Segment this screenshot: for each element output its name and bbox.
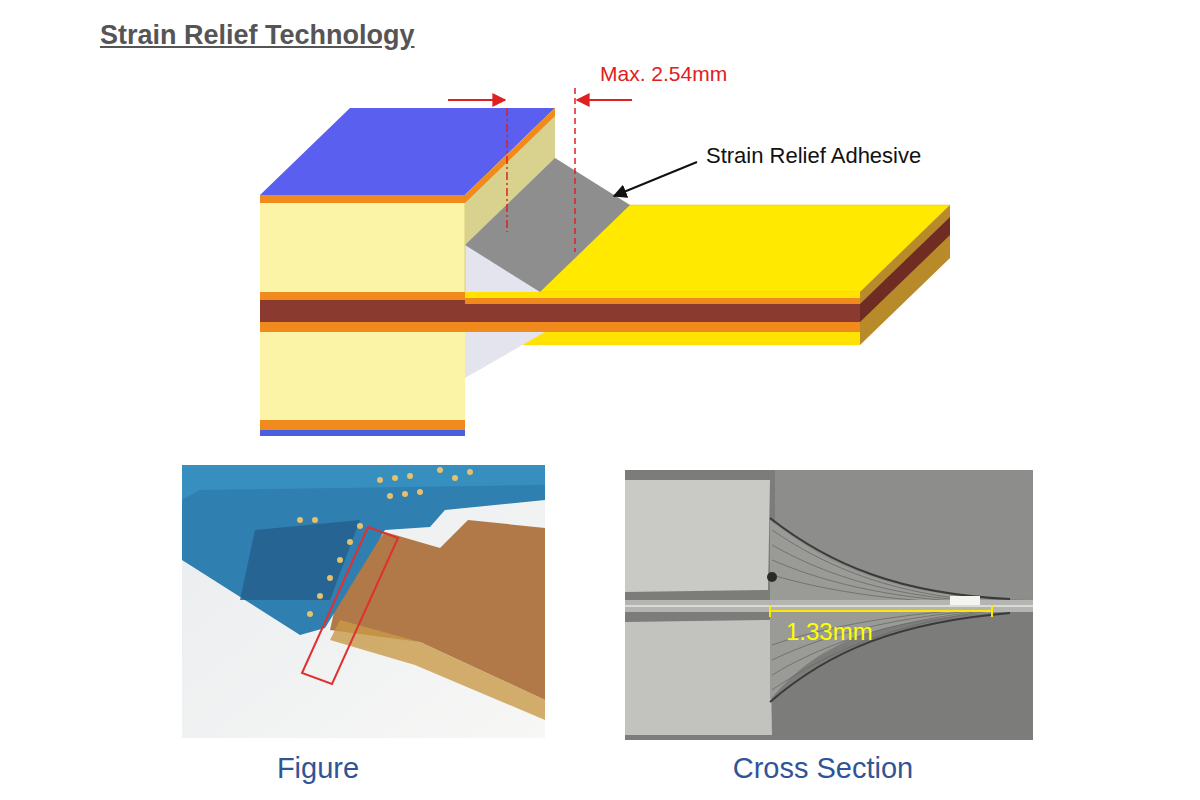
rigid-flex-model xyxy=(260,420,465,430)
rigid-flex-model xyxy=(860,217,950,322)
rigid-flex-model xyxy=(455,292,860,298)
board-photo xyxy=(330,620,545,720)
board-photo xyxy=(182,465,545,500)
cross-section-photo xyxy=(950,596,980,605)
rigid-flex-model xyxy=(455,322,860,332)
photo-caption: Cross Section xyxy=(733,752,914,785)
cross-section-photo xyxy=(770,610,992,612)
dimension-lines xyxy=(448,88,632,252)
dimension-lines xyxy=(577,99,632,101)
cross-section-photo xyxy=(770,518,1010,599)
cross-section-photo xyxy=(772,530,990,601)
cross-section-photo xyxy=(625,605,1033,607)
board-photo xyxy=(182,465,545,635)
cross-section-photo xyxy=(772,575,990,604)
board-photo xyxy=(312,517,318,523)
board-photo xyxy=(307,611,313,617)
board-photo xyxy=(327,575,333,581)
measurement-label: 1.33mm xyxy=(786,618,873,646)
dimension-label: Max. 2.54mm xyxy=(600,62,727,86)
page-title: Strain Relief Technology xyxy=(100,20,415,51)
board-photo xyxy=(302,527,398,684)
board-photo xyxy=(377,477,383,483)
board-photo xyxy=(297,467,473,617)
board-photo xyxy=(357,523,363,529)
board-photo xyxy=(467,469,473,475)
rigid-flex-model xyxy=(860,205,950,345)
board-photo xyxy=(182,465,545,738)
callout-label: Strain Relief Adhesive xyxy=(706,143,921,168)
board-photo xyxy=(452,475,458,481)
dimension-lines xyxy=(574,88,576,252)
cross-section-photo xyxy=(767,572,777,582)
rigid-flex-model xyxy=(465,158,630,292)
rigid-flex-model xyxy=(260,300,465,322)
cross-section-photo xyxy=(991,605,993,617)
cross-section-photo xyxy=(772,608,990,645)
rigid-flex-model xyxy=(260,322,465,332)
board-photo xyxy=(437,467,443,473)
rigid-flex-model xyxy=(260,108,950,436)
board-photo xyxy=(402,491,408,497)
rigid-flex-model xyxy=(260,332,465,420)
board-photo xyxy=(337,557,343,563)
cross-section-photo xyxy=(770,613,1010,702)
dimension-lines xyxy=(506,108,508,232)
cross-section-photo xyxy=(625,470,1033,740)
board-photo xyxy=(347,539,353,545)
leader-line xyxy=(614,162,697,196)
rigid-flex-model xyxy=(260,292,465,300)
board-photo xyxy=(417,489,423,495)
cross-section-photo xyxy=(625,470,1033,740)
rigid-flex-model xyxy=(465,245,540,292)
cross-section-photo xyxy=(770,520,1000,700)
board-photo xyxy=(392,475,398,481)
cross-section-photo xyxy=(772,609,990,660)
cross-section-photo xyxy=(769,605,771,617)
board-photo xyxy=(182,465,545,738)
rigid-flex-model xyxy=(260,195,465,203)
cross-section-photo xyxy=(625,480,770,592)
board-photo xyxy=(387,493,393,499)
leader-line xyxy=(614,162,697,196)
board-photo xyxy=(317,593,323,599)
photo-caption: Figure xyxy=(277,752,359,785)
board-photo xyxy=(297,517,303,523)
rigid-flex-model xyxy=(455,298,860,304)
rigid-flex-model xyxy=(455,304,860,322)
rigid-flex-model xyxy=(465,332,545,378)
cross-section-photo xyxy=(625,620,772,735)
rigid-flex-model xyxy=(260,430,465,436)
dimension-lines xyxy=(448,99,505,101)
rigid-flex-model xyxy=(465,203,466,292)
board-photo xyxy=(407,473,413,479)
cross-section-photo xyxy=(772,611,990,690)
rigid-flex-model xyxy=(260,203,465,292)
board-photo xyxy=(240,520,360,600)
